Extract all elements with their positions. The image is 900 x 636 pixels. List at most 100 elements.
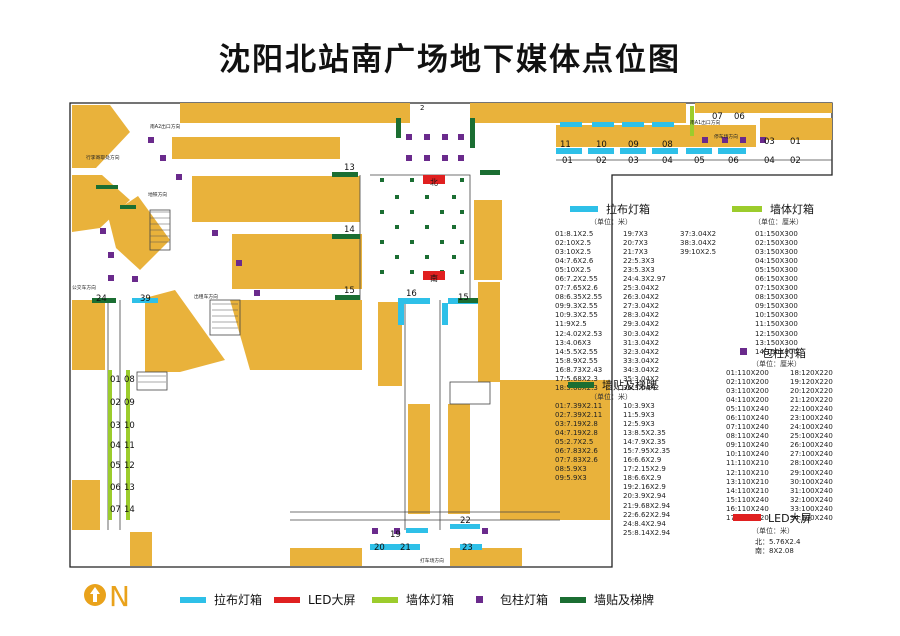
- lbl-parking: 停车场方向: [714, 133, 738, 140]
- lb-col-12: 12: [124, 461, 135, 471]
- legend-led-unit: （单位：米）: [752, 527, 794, 535]
- lb-09: 09: [628, 140, 639, 150]
- pillar-spec-item: 14:110X210: [726, 486, 769, 495]
- pillar-spec-item: 28:100X240: [790, 459, 833, 468]
- legend-pillar-unit: （单位：厘米）: [752, 360, 801, 368]
- pillar-spec-item: 27:100X240: [790, 450, 833, 459]
- wallsign-spec-item: 12:5.9X3: [623, 420, 655, 429]
- bottom-led-swatch: [274, 597, 300, 603]
- pillar-spec-item: 29:100X240: [790, 468, 833, 477]
- led-north: [423, 175, 445, 184]
- map-led-south: 南: [430, 273, 438, 283]
- lightbox-spec-item: 22:5.3X3: [623, 257, 655, 266]
- pillar-spec-item: 08:110X240: [726, 432, 769, 441]
- wallsign-spec-item: 13:8.5X2.35: [623, 429, 666, 438]
- led-spec-item: 北：5.76X2.4: [755, 538, 801, 546]
- lightbox-spec-item: 25:3.04X2: [623, 284, 660, 293]
- wallsign-spec-item: 16:6.6X2.9: [623, 456, 662, 465]
- wallsign-spec-item: 10:3.9X3: [623, 402, 655, 410]
- bottom-wallsign-label: 墙贴及梯牌: [594, 593, 655, 607]
- wallbox-spec-item: 05:150X300: [755, 266, 798, 275]
- wallsign-spec-item: 05:2.7X2.5: [555, 438, 594, 447]
- pillar-spec-item: 34:100X240: [790, 513, 833, 522]
- wallbox-spec-item: 10:150X300: [755, 311, 798, 320]
- pillar-spec-item: 13:110X210: [726, 477, 769, 486]
- stairs: [138, 211, 238, 383]
- legend-wallbox-title: 墙体灯箱: [770, 203, 814, 216]
- lb-11: 11: [560, 140, 571, 150]
- lightbox-spec-item: 23:5.3X3: [623, 266, 655, 275]
- pillar-spec-item: 16:110X240: [726, 504, 769, 513]
- wallsign-spec-item: 24:8.4X2.94: [623, 519, 666, 528]
- pillar-spec-item: 32:100X240: [790, 495, 833, 504]
- lightbox-spec-item: 10:9.3X2.55: [555, 311, 598, 320]
- legend-wallsign-unit: （单位：米）: [590, 393, 632, 401]
- legend-lightbox-swatch: [570, 206, 598, 212]
- wallsign-spec-item: 07:7.83X2.6: [555, 456, 598, 465]
- legend-wallbox-unit: （单位：厘米）: [754, 218, 803, 226]
- pillar-spec-item: 05:110X240: [726, 405, 769, 414]
- wallbox-spec-item: 11:150X300: [755, 320, 798, 329]
- lightbox-spec-item: 05:10X2.5: [555, 266, 592, 275]
- lb-wall-01: 01: [790, 137, 801, 147]
- legend-wallbox-swatch: [732, 206, 762, 212]
- wallbox-spec-item: 04:150X300: [755, 257, 798, 266]
- lightbox-spec-item: 17:5.68X2.3: [555, 374, 598, 383]
- wallbox-spec-item: 12:150X300: [755, 329, 798, 338]
- wallsign-spec-item: 01:7.39X2.11: [555, 402, 603, 410]
- lb-15: 15: [344, 286, 355, 296]
- lb-14: 14: [344, 225, 355, 235]
- lb-col-13: 13: [124, 483, 135, 493]
- lbl-taxi: 打车场方向: [420, 557, 444, 564]
- bottom-lightbox-label: 拉布灯箱: [214, 593, 263, 607]
- lbl-bus: 公交车方向: [72, 284, 96, 291]
- wallbox-spec-item: 08:150X300: [755, 293, 798, 302]
- lightbox-spec-item: 01:8.1X2.5: [555, 230, 594, 238]
- lb-col-02: 02: [110, 398, 121, 408]
- led-south: [423, 271, 445, 280]
- map-led-north: 北: [430, 178, 438, 187]
- lightbox-spec-item: 02:10X2.5: [555, 239, 592, 248]
- pillar-spec-item: 24:100X240: [790, 423, 833, 432]
- lightbox-spec-item: 27:3.04X2: [623, 302, 660, 311]
- bottom-legend: 拉布灯箱 LED大屏 墙体灯箱 包柱灯箱 墙贴及梯牌: [0, 588, 900, 612]
- lightbox-spec-item: 37:3.04X2: [680, 230, 717, 238]
- lightbox-spec-item: 20:7X3: [623, 239, 648, 248]
- wallsign-spec-item: 02:7.39X2.11: [555, 411, 603, 420]
- legend-lightbox-title: 拉布灯箱: [606, 203, 650, 216]
- lb-wall-03: 03: [764, 137, 775, 147]
- lightbox-spec-item: 29:3.04X2: [623, 320, 660, 329]
- legend-led-swatch: [733, 514, 761, 521]
- lbl-a2: 南A2出口方向: [150, 123, 181, 130]
- lb-24: 24: [96, 294, 107, 304]
- lightbox-spec-item: 14:5.5X2.55: [555, 347, 598, 356]
- legend-pillar-title: 包柱灯箱: [762, 347, 806, 360]
- lightbox-spec-item: 32:3.04X2: [623, 347, 660, 356]
- pillar-spec-item: 07:110X240: [726, 423, 769, 432]
- lightbox-spec-item: 06:7.2X2.55: [555, 275, 598, 284]
- lb-05: 05: [694, 156, 705, 166]
- lb-col-11: 11: [124, 441, 135, 451]
- wallsign-spec-item: 21:9.68X2.94: [623, 501, 671, 510]
- lb-23: 23: [462, 543, 473, 553]
- bottom-pillar-label: 包柱灯箱: [500, 593, 549, 607]
- lbl-a1: 南A1出口方向: [690, 119, 721, 126]
- lightbox-spec-item: 26:3.04X2: [623, 293, 660, 302]
- lightbox-spec-item: 36:3.04X2: [623, 383, 660, 392]
- lightbox-spec-item: 08:6.35X2.55: [555, 293, 603, 302]
- bottom-lightbox-swatch: [180, 597, 206, 603]
- legend-wallsign-title: 墙贴及梯牌: [602, 379, 657, 392]
- wallsign-spec-item: 08:5.9X3: [555, 465, 587, 474]
- wallsign-spec-item: 03:7.19X2.8: [555, 420, 598, 429]
- led-spec-item: 南：8X2.08: [755, 547, 794, 556]
- legend-lightbox-unit: （单位：米）: [590, 218, 632, 226]
- lb-06: 06: [728, 156, 739, 166]
- lightbox-spec-item: 31:3.04X2: [623, 338, 660, 347]
- lb-22: 22: [460, 516, 471, 526]
- lightbox-spec-item: 38:3.04X2: [680, 239, 717, 248]
- lb-col-10: 10: [124, 421, 135, 431]
- lb-15b: 15: [458, 293, 469, 303]
